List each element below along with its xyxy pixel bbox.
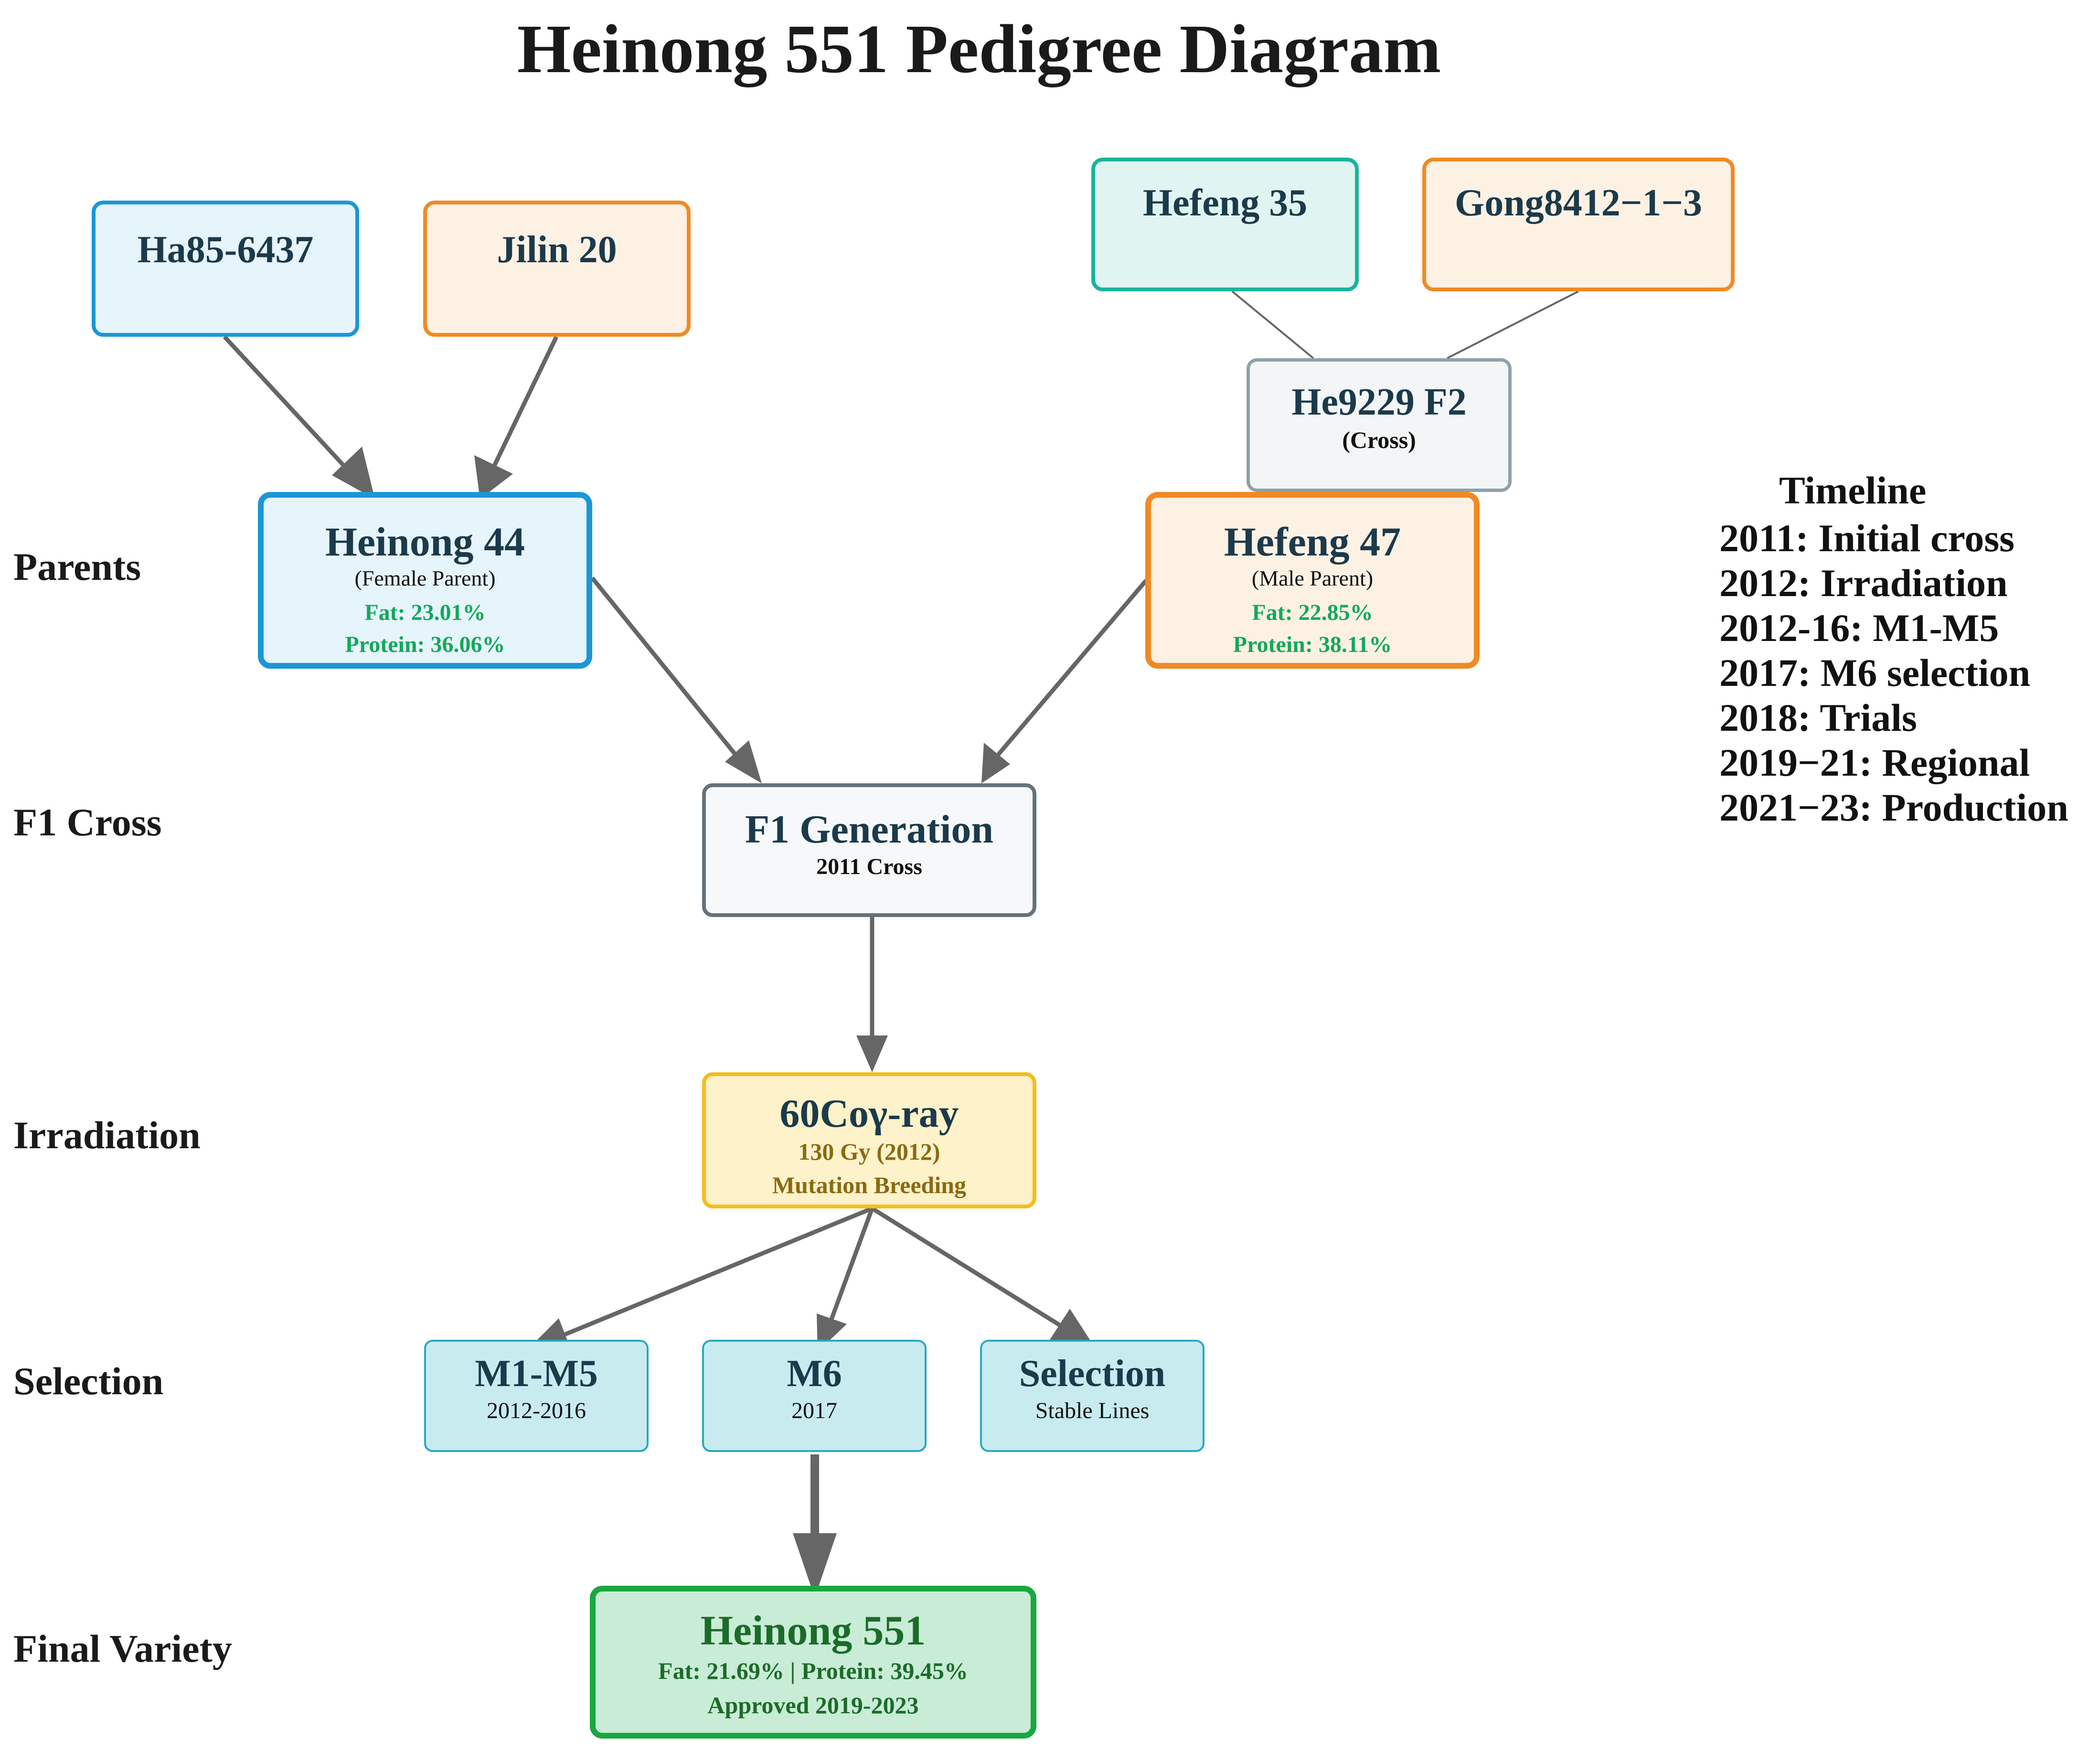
node-hefeng-47-name: Hefeng 47 xyxy=(1224,519,1401,565)
node-m6-name: M6 xyxy=(787,1353,842,1395)
node-heinong-551-name: Heinong 551 xyxy=(700,1608,926,1654)
node-f1-name: F1 Generation xyxy=(745,807,994,852)
node-selection-note: Stable Lines xyxy=(1035,1398,1150,1423)
row-label-parents: Parents xyxy=(13,545,141,588)
node-gong8412-name: Gong8412−1−3 xyxy=(1455,182,1702,224)
arrowhead-f1-right xyxy=(981,743,1010,783)
arrowhead-selection xyxy=(1050,1309,1096,1349)
node-he9229-note: (Cross) xyxy=(1342,427,1416,453)
row-label-selection: Selection xyxy=(13,1359,164,1403)
node-gamma-name: 60Coγ-ray xyxy=(779,1091,959,1136)
node-heinong-551-traits: Fat: 21.69% | Protein: 39.45% xyxy=(658,1657,968,1684)
node-heinong-44-protein: Protein: 36.06% xyxy=(345,632,505,657)
row-label-irradiation: Irradiation xyxy=(13,1113,201,1157)
node-jilin-20-name: Jilin 20 xyxy=(497,229,617,271)
node-f1-generation: F1 Generation 2011 Cross xyxy=(702,783,1036,917)
edge-gamma-to-m1m5 xyxy=(563,1206,873,1337)
node-gamma-method: Mutation Breeding xyxy=(772,1172,967,1198)
node-m6-note: 2017 xyxy=(791,1398,837,1423)
node-m1-m5: M1-M5 2012-2016 xyxy=(424,1340,649,1452)
node-jilin-20: Jilin 20 xyxy=(423,201,691,337)
edge-gamma-to-m6 xyxy=(828,1207,874,1324)
edge-hefeng47-to-f1 xyxy=(996,579,1148,756)
diagram-title: Heinong 551 Pedigree Diagram xyxy=(517,11,1441,87)
node-m1-m5-name: M1-M5 xyxy=(475,1353,598,1395)
edge-heinong44-to-f1 xyxy=(590,577,737,756)
node-hefeng-35: Hefeng 35 xyxy=(1091,158,1359,291)
edge-hefeng35-to-he9229 xyxy=(1231,290,1314,359)
arrowhead-heinong44-left xyxy=(332,447,375,499)
node-gamma-irradiation: 60Coγ-ray 130 Gy (2012) Mutation Breedin… xyxy=(702,1072,1036,1208)
node-hefeng-47-role: (Male Parent) xyxy=(1251,566,1374,590)
node-hefeng-35-name: Hefeng 35 xyxy=(1142,182,1308,224)
node-heinong-551: Heinong 551 Fat: 21.69% | Protein: 39.45… xyxy=(590,1586,1036,1739)
node-heinong-551-approved: Approved 2019-2023 xyxy=(707,1692,919,1719)
node-selection-name: Selection xyxy=(1019,1353,1166,1395)
timeline-item: 2017: M6 selection xyxy=(1719,651,2031,694)
node-heinong-44: Heinong 44 (Female Parent) Fat: 23.01% P… xyxy=(258,492,592,669)
node-hefeng-47-protein: Protein: 38.11% xyxy=(1233,632,1392,657)
node-m1-m5-note: 2012-2016 xyxy=(487,1398,586,1423)
node-gong8412: Gong8412−1−3 xyxy=(1422,158,1735,291)
node-heinong-44-fat: Fat: 23.01% xyxy=(364,600,486,625)
node-hefeng-47-fat: Fat: 22.85% xyxy=(1252,600,1373,625)
edge-gamma-to-selection xyxy=(871,1206,1062,1327)
node-heinong-44-name: Heinong 44 xyxy=(325,519,525,565)
edge-ha85-to-heinong44 xyxy=(223,335,346,468)
timeline-item: 2012: Irradiation xyxy=(1719,561,2008,605)
row-label-f1-cross: F1 Cross xyxy=(13,801,162,844)
node-gamma-dose: 130 Gy (2012) xyxy=(798,1138,940,1165)
edge-gong8412-to-he9229 xyxy=(1447,290,1579,359)
arrowhead-heinong44-right xyxy=(474,455,513,499)
edge-jilin20-to-heinong44 xyxy=(492,336,559,467)
timeline-item: 2019−21: Regional xyxy=(1719,741,2030,784)
timeline-item: 2021−23: Production xyxy=(1719,786,2068,829)
node-hefeng-47: Hefeng 47 (Male Parent) Fat: 22.85% Prot… xyxy=(1145,492,1480,669)
arrowhead-heinong551 xyxy=(793,1533,837,1598)
timeline-item: 2018: Trials xyxy=(1719,696,1917,739)
node-ha85-6437-name: Ha85-6437 xyxy=(137,229,314,271)
row-label-final-variety: Final Variety xyxy=(13,1627,232,1670)
node-f1-note: 2011 Cross xyxy=(816,854,922,879)
timeline-heading: Timeline xyxy=(1779,469,1927,512)
arrowhead-f1-left xyxy=(725,740,762,783)
node-selection: Selection Stable Lines xyxy=(980,1340,1205,1452)
timeline-panel: Timeline 2011: Initial cross 2012: Irrad… xyxy=(1719,468,2068,830)
timeline-item: 2011: Initial cross xyxy=(1719,516,2015,560)
node-heinong-44-role: (Female Parent) xyxy=(354,566,496,590)
node-he9229-name: He9229 F2 xyxy=(1291,381,1467,423)
timeline-item: 2012-16: M1-M5 xyxy=(1719,606,1999,650)
node-m6: M6 2017 xyxy=(702,1340,927,1452)
node-ha85-6437: Ha85-6437 xyxy=(92,201,359,337)
node-he9229-f2: He9229 F2 (Cross) xyxy=(1247,358,1512,492)
arrowhead-gamma xyxy=(856,1036,888,1072)
